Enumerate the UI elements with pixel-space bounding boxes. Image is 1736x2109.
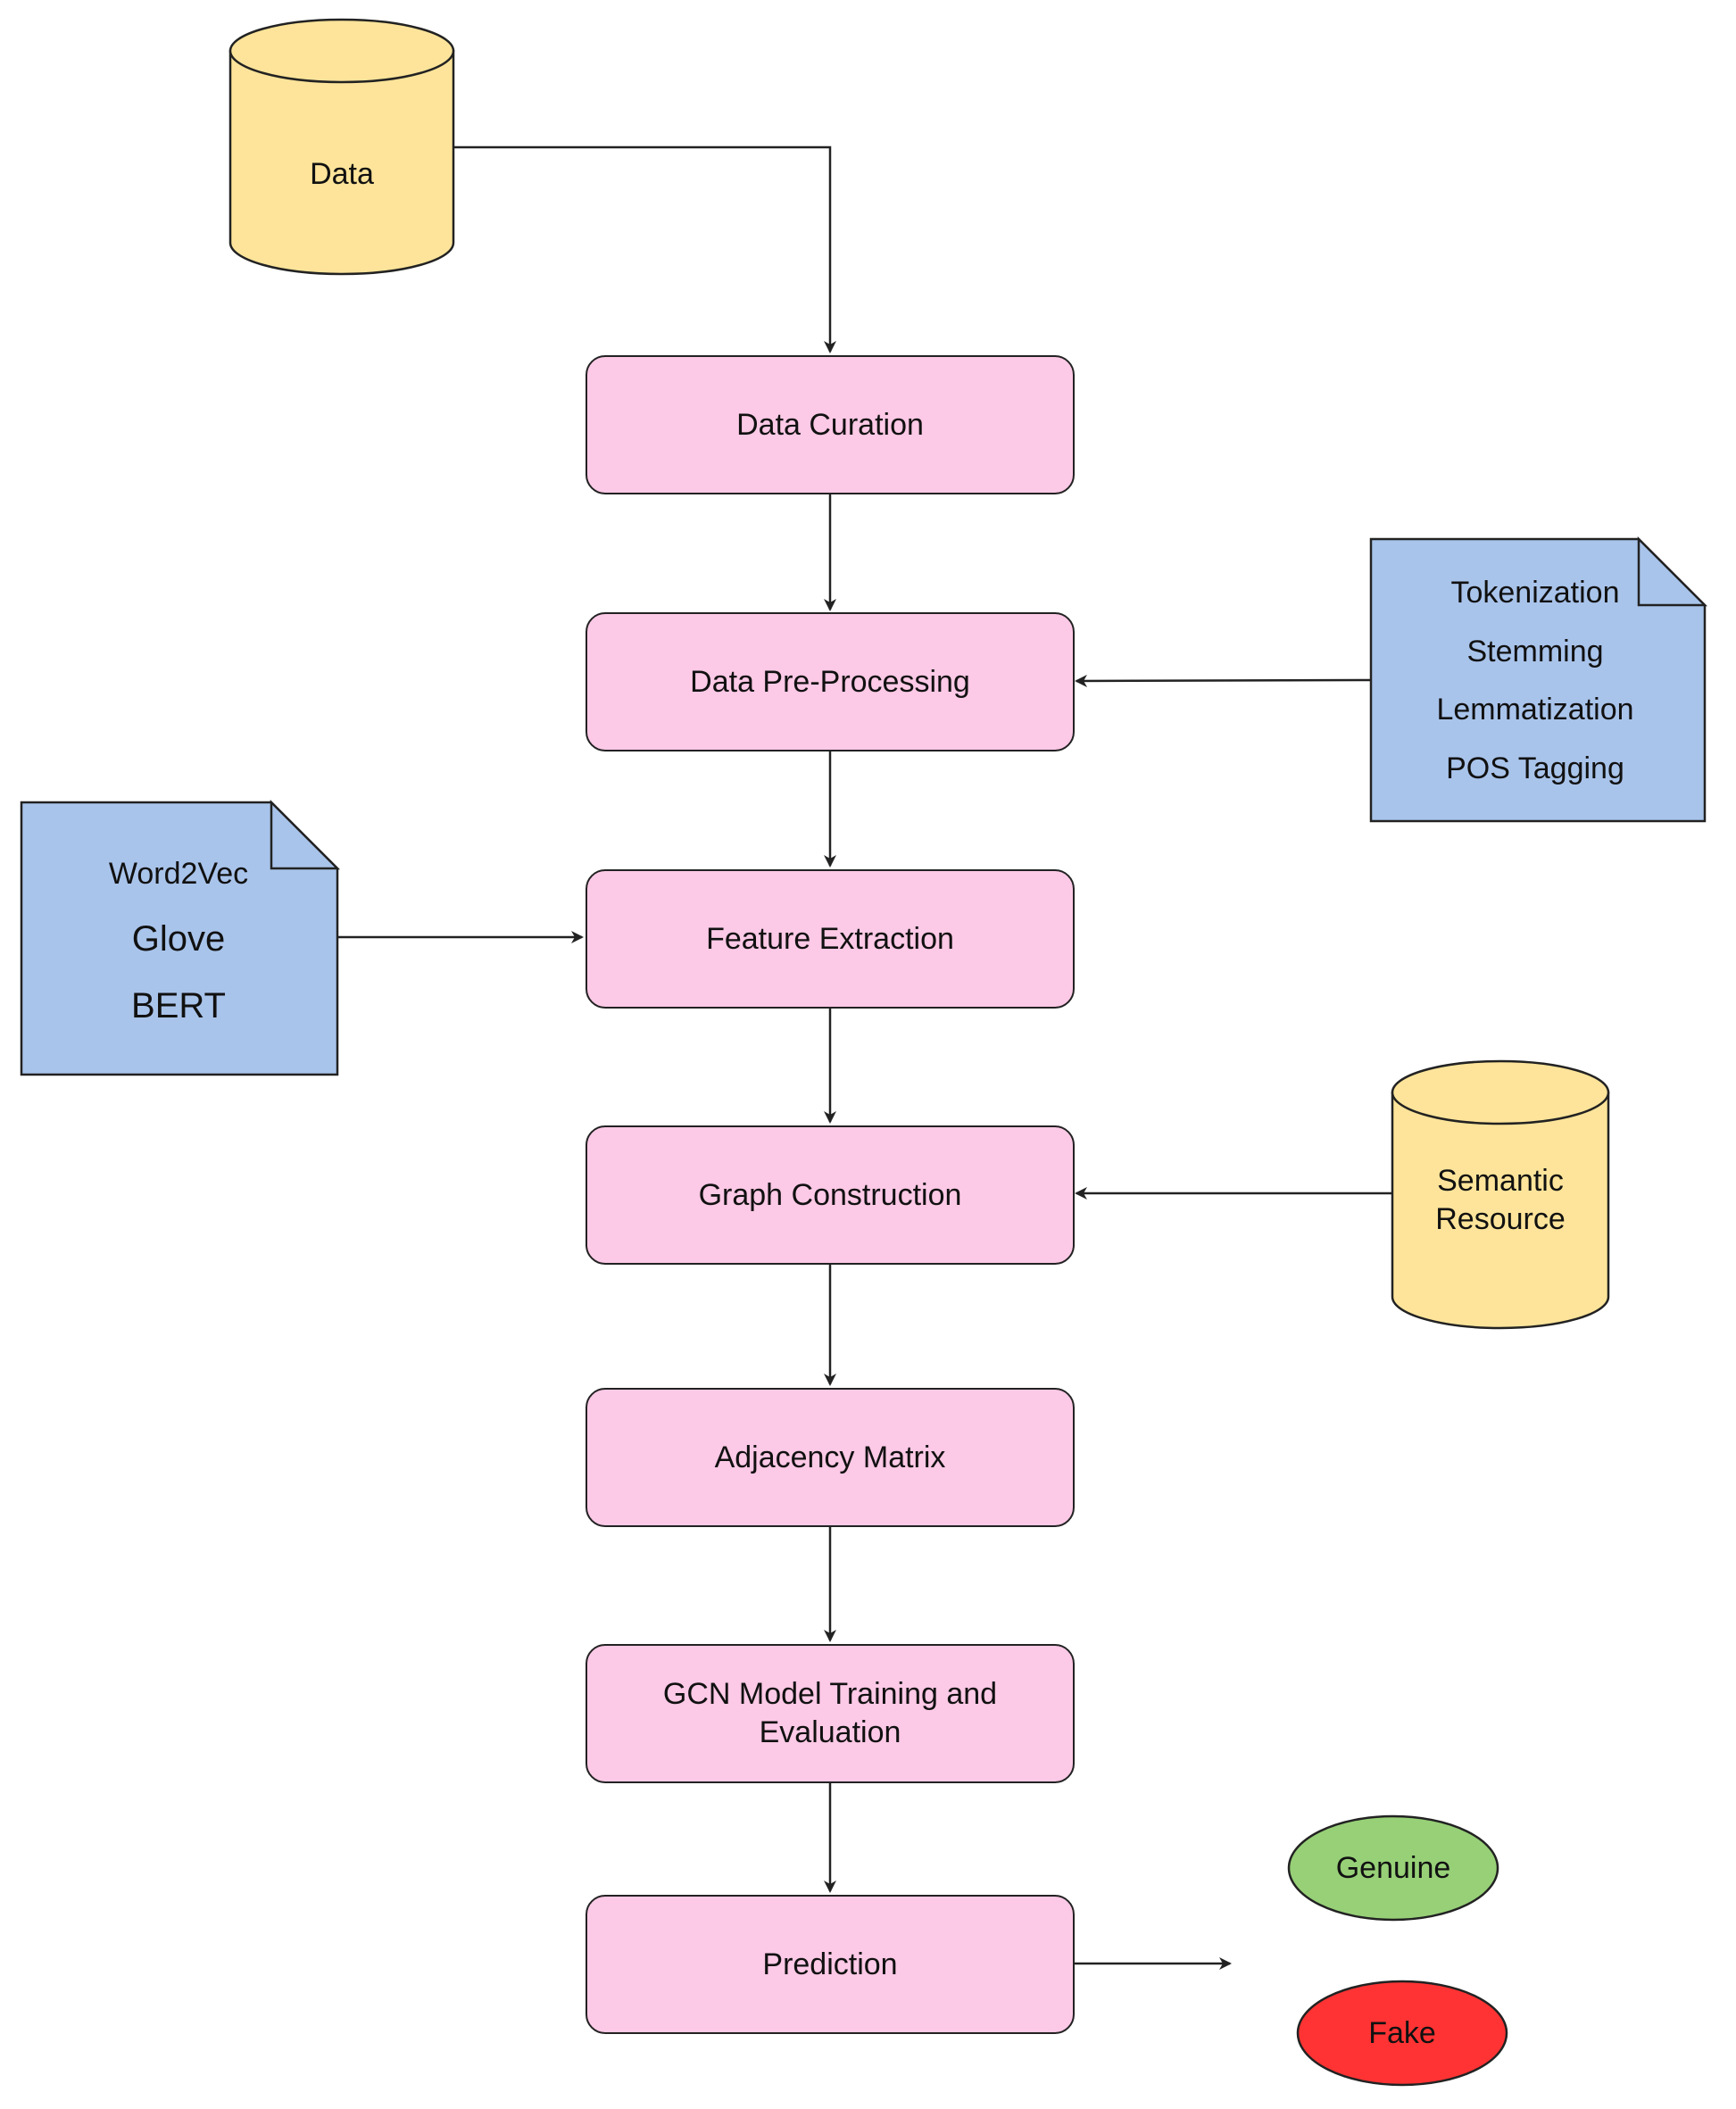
step-graph-construction: Graph Construction: [586, 1125, 1075, 1265]
step-gcn-training-label: GCN Model Training and Evaluation: [662, 1677, 998, 1749]
technique-lemmatization: Lemmatization: [1436, 693, 1634, 727]
step-adjacency-matrix: Adjacency Matrix: [586, 1388, 1075, 1527]
semantic-resource-label: Semantic Resource: [1435, 1164, 1566, 1236]
fake-ellipse: [1296, 1980, 1508, 2087]
connectors: [337, 145, 1392, 1970]
outcome-fake-label: Fake: [1368, 2015, 1436, 2050]
semantic-resource-cylinder-body: [1391, 1091, 1610, 1330]
semantic-resource-cylinder: [1391, 1059, 1610, 1330]
step-prediction-label: Prediction: [762, 1947, 898, 1981]
step-gcn-training: GCN Model Training and Evaluation: [586, 1644, 1075, 1783]
embedding-glove: Glove: [131, 918, 226, 959]
data-cylinder: [228, 18, 455, 276]
semantic-resource-cylinder-top: [1391, 1059, 1610, 1125]
step-data-curation: Data Curation: [586, 355, 1075, 494]
preprocessing-note-shape: [1369, 537, 1707, 823]
step-graph-construction-label: Graph Construction: [698, 1177, 962, 1212]
step-data-preprocessing-label: Data Pre-Processing: [690, 664, 970, 699]
step-adjacency-matrix-label: Adjacency Matrix: [714, 1440, 946, 1474]
embeddings-list: Word2Vec Glove BERT: [54, 830, 303, 1053]
data-cylinder-body: [228, 49, 455, 276]
step-data-curation-label: Data Curation: [736, 407, 924, 442]
step-data-preprocessing: Data Pre-Processing: [586, 612, 1075, 751]
embeddings-note-fold: [270, 799, 341, 870]
embeddings-note-shape: [20, 801, 339, 1076]
step-prediction: Prediction: [586, 1895, 1075, 2034]
embedding-bert: BERT: [131, 985, 226, 1025]
genuine-ellipse: [1287, 1814, 1499, 1922]
outcome-genuine-label: Genuine: [1335, 1850, 1451, 1885]
technique-pos-tagging: POS Tagging: [1446, 751, 1624, 786]
arrow-techniques-to-preprocessing: [1075, 674, 1372, 687]
step-feature-extraction: Feature Extraction: [586, 869, 1075, 1009]
preprocessing-note: [1369, 536, 1708, 823]
step-feature-extraction-label: Feature Extraction: [706, 921, 954, 956]
embedding-word2vec: Word2Vec: [108, 857, 249, 892]
technique-tokenization: Tokenization: [1450, 575, 1620, 610]
data-source-label: Data: [310, 156, 374, 191]
arrow-data-to-curation: [453, 145, 836, 353]
data-cylinder-top: [228, 18, 455, 84]
embeddings-note: [20, 799, 341, 1076]
technique-stemming: Stemming: [1466, 634, 1604, 668]
preprocessing-techniques-list: Tokenization Stemming Lemmatization POS …: [1419, 552, 1651, 810]
preprocessing-note-fold: [1637, 536, 1708, 607]
